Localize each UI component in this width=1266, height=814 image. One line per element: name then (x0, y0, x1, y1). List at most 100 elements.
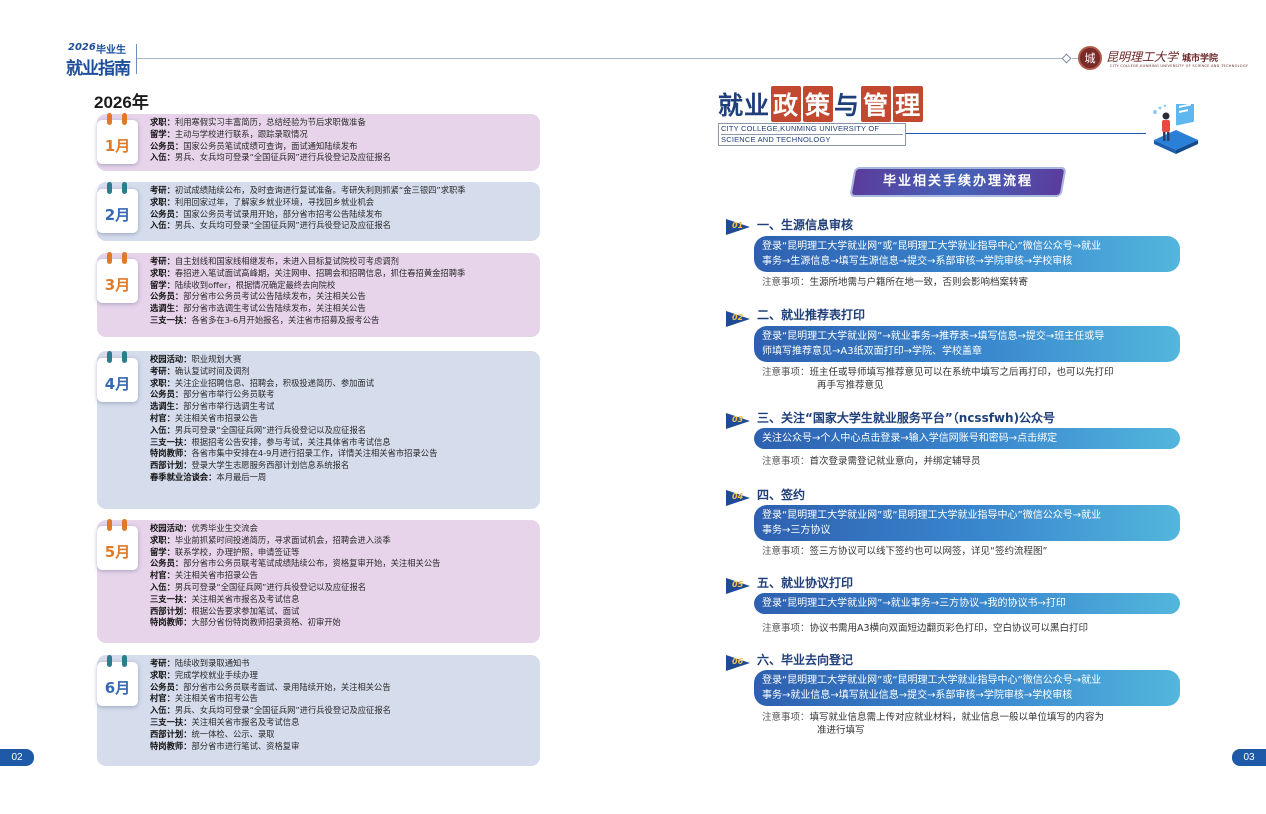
step-flow-pill: 登录“昆明理工大学就业网”或“昆明理工大学就业指导中心”微信公众号→就业事务→三… (754, 505, 1180, 541)
month-item-value: 关注相关省市报名及考试信息 (191, 716, 300, 727)
calendar-ring (107, 182, 112, 194)
step-number-arrow-icon: 02 (726, 311, 752, 328)
note-label: 注意事项： (762, 277, 810, 288)
logo-year: 2026 (68, 42, 96, 53)
month-item: 公务员：部分省市举行公务员联考 (150, 389, 534, 401)
month-item-value: 男兵可登录“全国征兵网”进行兵役登记以及应征报名 (174, 581, 367, 592)
calendar-ring (107, 519, 112, 531)
month-item: 西部计划：根据公告要求参加笔试、面试 (150, 606, 534, 618)
step-number: 06 (732, 657, 744, 666)
calendar-ring (107, 655, 112, 667)
step-number-arrow-icon: 05 (726, 578, 752, 595)
month-item-value: 部分省市举行选调生考试 (183, 401, 275, 412)
month-items: 校园活动：职业规划大赛考研：确认复试时间及调剂求职：关注企业招聘信息、招聘会，积… (150, 354, 534, 484)
month-item-value: 根据公告要求参加笔试、面试 (191, 605, 300, 616)
guide-logo: 2026 毕业生 就业指南 (62, 42, 136, 79)
year-title: 2026年 (94, 93, 149, 112)
month-items: 考研：陆续收到录取通知书求职：完成学校就业手续办理公务员：部分省市公务员联考面试… (150, 658, 534, 752)
month-item: 选调生：部分省市举行选调生考试 (150, 401, 534, 413)
step-note: 注意事项：填写就业信息需上传对应就业材料，就业信息一般以单位填写的内容为准进行填… (762, 711, 1177, 737)
month-item-value: 关注相关省市招录公告 (174, 570, 258, 581)
month-item-value: 春招进入笔试面试高峰期，关注网申、招聘会和招聘信息，抓住春招黄金招聘季 (174, 267, 466, 278)
step-note: 注意事项：协议书需用A3横向双面短边翻页彩色打印，空白协议可以黑白打印 (762, 622, 1177, 635)
arrow-shape (726, 655, 750, 671)
month-item-key: 选调生： (150, 303, 184, 314)
month-item-key: 三支一扶： (150, 314, 192, 325)
note-text: 签三方协议可以线下签约也可以网签，详见“签约流程图” (809, 546, 1048, 557)
month-label: 3月 (104, 276, 131, 294)
logo-graduate: 毕业生 (96, 45, 126, 56)
step-flow-line: 师填写推荐意见→A3纸双面打印→学院、学校盖章 (762, 346, 982, 357)
month-item: 留学：联系学校，办理护照，申请签证等 (150, 547, 534, 559)
policy-title-part: 与 (834, 91, 861, 120)
step-title: 三、关注“国家大学生就业服务平台”（ncssfwh)公众号 (757, 411, 1056, 425)
month-item: 三支一扶：关注相关省市报名及考试信息 (150, 717, 534, 729)
note-label: 注意事项： (762, 623, 810, 634)
month-label: 4月 (104, 375, 131, 393)
calendar-ring (122, 519, 127, 531)
month-item-key: 村官： (150, 412, 175, 423)
month-item-key: 校园活动： (150, 523, 192, 533)
month-item: 公务员：国家公务员考试录用开始，部分省市招考公告陆续发布 (150, 209, 534, 221)
month-item-value: 利用寒假实习丰富简历，总结经验为节后求职做准备 (174, 117, 366, 127)
step-flow-line: 登录“昆明理工大学就业网”或“昆明理工大学就业指导中心”微信公众号→就业 (762, 510, 1102, 521)
arrow-shape (726, 219, 750, 235)
month-item-value: 关注企业招聘信息、招聘会，积极投递简历、参加面试 (174, 377, 375, 388)
month-item-key: 考研： (150, 365, 175, 376)
month-item-key: 西部计划： (150, 605, 192, 616)
month-item-key: 入伍： (150, 581, 175, 592)
month-item-value: 陆续收到offer，根据情况确定最终去向院校 (174, 279, 336, 290)
month-item-key: 考研： (150, 256, 175, 266)
month-item-value: 部分省市举行公务员联考 (183, 389, 275, 400)
month-item-key: 三支一扶： (150, 436, 192, 447)
calendar-ring (107, 351, 112, 363)
month-items: 求职：利用寒假实习丰富简历，总结经验为节后求职做准备留学：主动与学校进行联系，跟… (150, 117, 534, 164)
month-item-value: 男兵、女兵均可登录“全国征兵网”进行兵役登记及应征报名 (174, 705, 391, 716)
month-item: 考研：陆续收到录取通知书 (150, 658, 534, 670)
month-item: 留学：主动与学校进行联系，跟踪录取情况 (150, 129, 534, 141)
month-item-key: 留学： (150, 128, 175, 139)
month-item-key: 公务员： (150, 291, 184, 302)
month-item-key: 公务员： (150, 681, 184, 692)
month-item-value: 陆续收到录取通知书 (174, 658, 250, 668)
month-item-key: 公务员： (150, 558, 184, 569)
month-item: 校园活动：职业规划大赛 (150, 354, 534, 366)
note-text: 再手写推荐意见 (817, 380, 884, 391)
month-item-value: 各省市集中安排在4-9月进行招录工作，详情关注相关省市招录公告 (191, 448, 438, 459)
month-items: 校园活动：优秀毕业生交流会求职：毕业前抓紧时间投递简历，寻求面试机会，招聘会进入… (150, 523, 534, 629)
step-flow-pill: 登录“昆明理工大学就业网”或“昆明理工大学就业指导中心”微信公众号→就业事务→生… (754, 236, 1180, 272)
month-item: 公务员：部分省市公务员联考面试、录用陆续开始，关注相关公告 (150, 682, 534, 694)
month-item-key: 入伍： (150, 220, 175, 231)
month-card: 3月考研：自主划线和国家线相继发布，未进入目标复试院校可考虑调剂求职：春招进入笔… (97, 252, 540, 337)
month-item: 求职：关注企业招聘信息、招聘会，积极投递简历、参加面试 (150, 378, 534, 390)
month-item-value: 关注相关省市招考公告 (174, 693, 258, 704)
policy-english-line: CITY COLLEGE,KUNMING UNIVERSITY OF (721, 124, 880, 133)
month-item-value: 男兵、女兵均可登录“全国征兵网”进行兵役登记及应征报名 (174, 152, 391, 163)
month-item: 考研：确认复试时间及调剂 (150, 366, 534, 378)
step-note: 注意事项：首次登录需登记就业意向，并绑定辅导员 (762, 455, 1177, 468)
month-item-value: 主动与学校进行联系，跟踪录取情况 (174, 128, 308, 139)
calendar-icon: 4月 (97, 351, 138, 402)
month-item-key: 考研： (150, 658, 175, 668)
month-item: 校园活动：优秀毕业生交流会 (150, 523, 534, 535)
note-text: 协议书需用A3横向双面短边翻页彩色打印，空白协议可以黑白打印 (809, 623, 1089, 634)
step-number-arrow-icon: 04 (726, 490, 752, 507)
month-item-key: 春季就业洽谈会： (150, 471, 217, 482)
month-item-key: 入伍： (150, 152, 175, 163)
month-item-key: 入伍： (150, 424, 175, 435)
month-item-key: 选调生： (150, 401, 184, 412)
calendar-ring (122, 351, 127, 363)
note-text: 班主任或导师填写推荐意见可以在系统中填写之后再打印，也可以先打印 (809, 367, 1114, 378)
university-seal-icon: 城 (1078, 46, 1102, 70)
page-number-left: 02 (0, 749, 34, 766)
month-item-value: 部分省市选调生考试公告陆续发布，关注相关公告 (183, 303, 366, 314)
month-label: 6月 (104, 679, 131, 697)
month-item-value: 优秀毕业生交流会 (191, 523, 258, 533)
note-label: 注意事项： (762, 367, 810, 378)
step-number-arrow-icon: 06 (726, 655, 752, 672)
step-number: 05 (732, 580, 744, 589)
arrow-shape (726, 490, 750, 506)
step-note: 注意事项：生源所地需与户籍所在地一致，否则会影响档案转寄 (762, 276, 1177, 289)
step-flow-pill: 登录“昆明理工大学就业网”或“昆明理工大学就业指导中心”微信公众号→就业事务→就… (754, 670, 1180, 706)
month-item: 求职：毕业前抓紧时间投递简历，寻求面试机会，招聘会进入淡季 (150, 535, 534, 547)
